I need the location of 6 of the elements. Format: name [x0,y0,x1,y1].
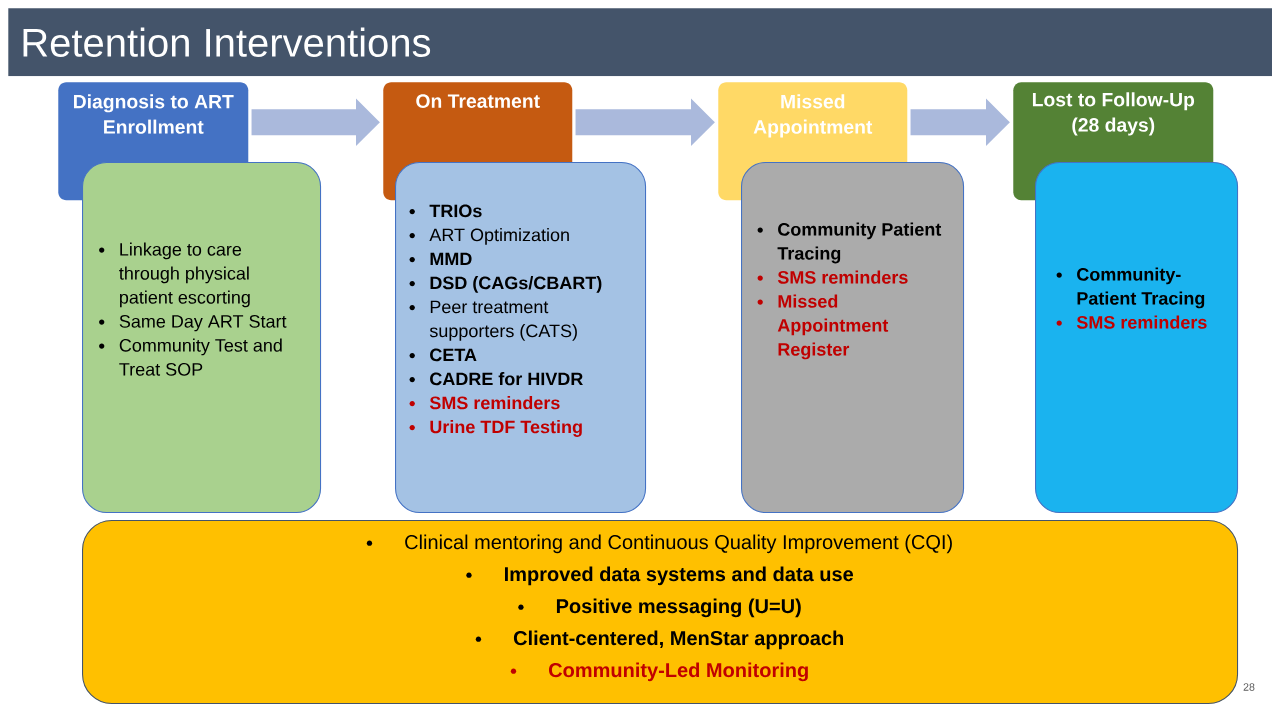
bullet-box: Clinical mentoring and Continuous Quality Improvement (CQI) Improved data systems and data use Positive messaging (U=U) Client-centered, MenStar approach Community-Led Monitoring [82,520,1239,705]
bullet-box: Community Patient Tracing SMS reminders Missed Appointment Register [741,162,965,514]
title-banner: Retention Interventions [8,8,1272,77]
bullet-box: Linkage to care through physical patient escorting Same Day ART Start Community Test and Treat SOP [82,162,322,514]
bullet-box: TRIOs ART Optimization MMD DSD (CAGs/CBART) Peer treatment supporters (CATS) CETA CADRE for HIVDR SMS reminders Urine TDF Testing [395,162,647,514]
bullet-box: Community-Patient Tracing SMS reminders [1035,162,1239,514]
